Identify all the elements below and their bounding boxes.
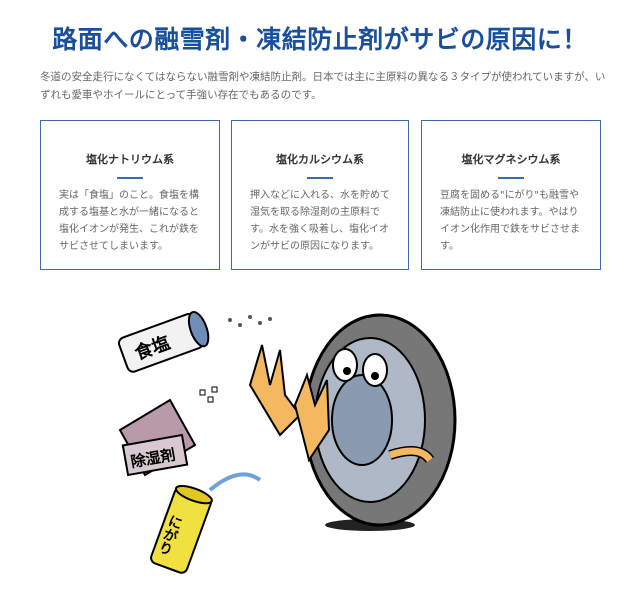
card-sodium-chloride: 塩化ナトリウム系 実は「食塩」のこと。食塩を構成する塩基と水が一緒になると塩化イ… bbox=[40, 120, 220, 270]
tire-character-icon bbox=[248, 313, 457, 531]
card-title: 塩化ナトリウム系 bbox=[86, 153, 174, 166]
divider bbox=[498, 177, 524, 179]
card-body: 豆腐を固める"にがり"も融雪や凍結防止に使われます。やはりイオン化作用で鉄をサビ… bbox=[440, 190, 580, 252]
card-magnesium-chloride: 塩化マグネシウム系 豆腐を固める"にがり"も融雪や凍結防止に使われます。やはりイ… bbox=[421, 120, 601, 270]
divider bbox=[117, 177, 143, 179]
intro-text: 冬道の安全走行になくてはならない融雪剤や凍結防止剤。日本では主に主原料の異なる３… bbox=[40, 71, 606, 101]
card-title: 塩化マグネシウム系 bbox=[461, 153, 561, 166]
dehumidifier-crystals bbox=[199, 386, 218, 403]
divider bbox=[307, 177, 333, 179]
salt-shaker-icon: 食塩 bbox=[117, 311, 210, 373]
nigari-can-icon: にがり bbox=[150, 485, 213, 574]
salt-grains bbox=[228, 315, 272, 327]
card-title: 塩化カルシウム系 bbox=[276, 153, 364, 166]
tire-illustration: 食塩 除湿剤 にがり bbox=[117, 311, 457, 574]
dehumidifier-icon: 除湿剤 bbox=[118, 398, 197, 477]
nigari-spray bbox=[208, 472, 262, 492]
page-title: 路面への融雪剤・凍結防止剤がサビの原因に！ bbox=[52, 25, 588, 54]
card-calcium-chloride: 塩化カルシウム系 押入などに入れる、水を貯めて湿気を取る除湿剤の主原料です。水を… bbox=[231, 120, 409, 270]
card-body: 押入などに入れる、水を貯めて湿気を取る除湿剤の主原料です。水を強く吸着し、塩化イ… bbox=[250, 190, 390, 252]
card-body: 実は「食塩」のこと。食塩を構成する塩基と水が一緒になると塩化イオンが発生、これが… bbox=[59, 190, 199, 252]
